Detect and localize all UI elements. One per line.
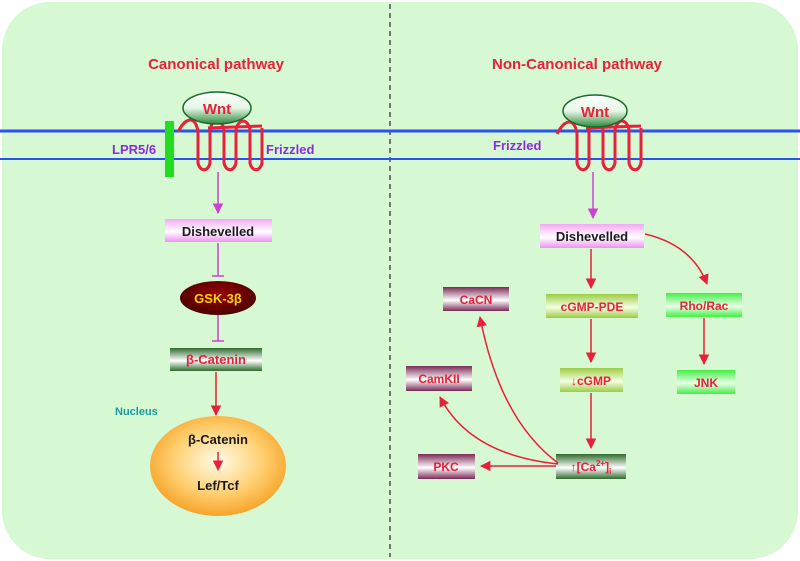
cgmp-pde-node: cGMP-PDE xyxy=(546,294,638,318)
frizzled-label-canonical: Frizzled xyxy=(266,142,314,157)
wnt-ligand-canonical: Wnt xyxy=(182,91,252,125)
dishevelled-label-noncanonical: Dishevelled xyxy=(556,229,628,244)
dishevelled-node-noncanonical: Dishevelled xyxy=(540,224,644,248)
dishevelled-node-canonical: Dishevelled xyxy=(165,219,272,242)
cacn-node: CaCN xyxy=(443,287,509,311)
cgmp-pde-label: cGMP-PDE xyxy=(561,300,624,314)
beta-catenin-node: β-Catenin xyxy=(170,348,262,371)
lef-tcf-label: Lef/Tcf xyxy=(197,478,239,493)
arrow-calcium-to-camkii xyxy=(439,396,559,465)
canonical-title: Canonical pathway xyxy=(148,56,285,73)
calcium-node: ↑[Ca2+]i xyxy=(556,454,626,479)
cacn-label: CaCN xyxy=(460,293,493,307)
gsk3b-label: GSK-3β xyxy=(194,291,242,306)
rho-rac-label: Rho/Rac xyxy=(680,299,729,313)
frizzled-label-noncanonical: Frizzled xyxy=(493,138,541,153)
dishevelled-label-canonical: Dishevelled xyxy=(182,224,254,239)
lpr56-coreceptor xyxy=(165,121,174,177)
frizzled-receptor-noncanonical xyxy=(555,119,643,172)
wnt-label-canonical: Wnt xyxy=(203,101,231,118)
cgmp-label: ↓cGMP xyxy=(571,374,611,388)
frizzled-receptor-canonical xyxy=(176,118,264,172)
rho-rac-node: Rho/Rac xyxy=(666,293,742,317)
wnt-label-noncanonical: Wnt xyxy=(581,104,609,121)
camkii-node: CamKII xyxy=(406,366,472,391)
camkii-label: CamKII xyxy=(418,372,459,386)
noncanonical-title: Non-Canonical pathway xyxy=(492,56,663,73)
jnk-node: JNK xyxy=(677,370,735,394)
lpr56-label: LPR5/6 xyxy=(112,142,156,157)
wnt-ligand-noncanonical: Wnt xyxy=(562,94,628,128)
gsk3b-node: GSK-3β xyxy=(180,281,256,315)
calcium-label: ↑[Ca2+]i xyxy=(571,459,612,476)
nucleus-label: Nucleus xyxy=(115,406,158,418)
beta-catenin-label: β-Catenin xyxy=(186,352,246,367)
arrow-calcium-to-cacn xyxy=(476,315,559,464)
pkc-node: PKC xyxy=(418,454,475,479)
cgmp-node: ↓cGMP xyxy=(560,368,623,392)
frizzled-tail-canonical xyxy=(207,124,263,130)
nucleus-catenin-label: β-Catenin xyxy=(188,432,248,447)
arrow-dishevelled-to-rhorac xyxy=(644,233,709,285)
pkc-label: PKC xyxy=(433,460,459,474)
jnk-label: JNK xyxy=(694,376,718,390)
